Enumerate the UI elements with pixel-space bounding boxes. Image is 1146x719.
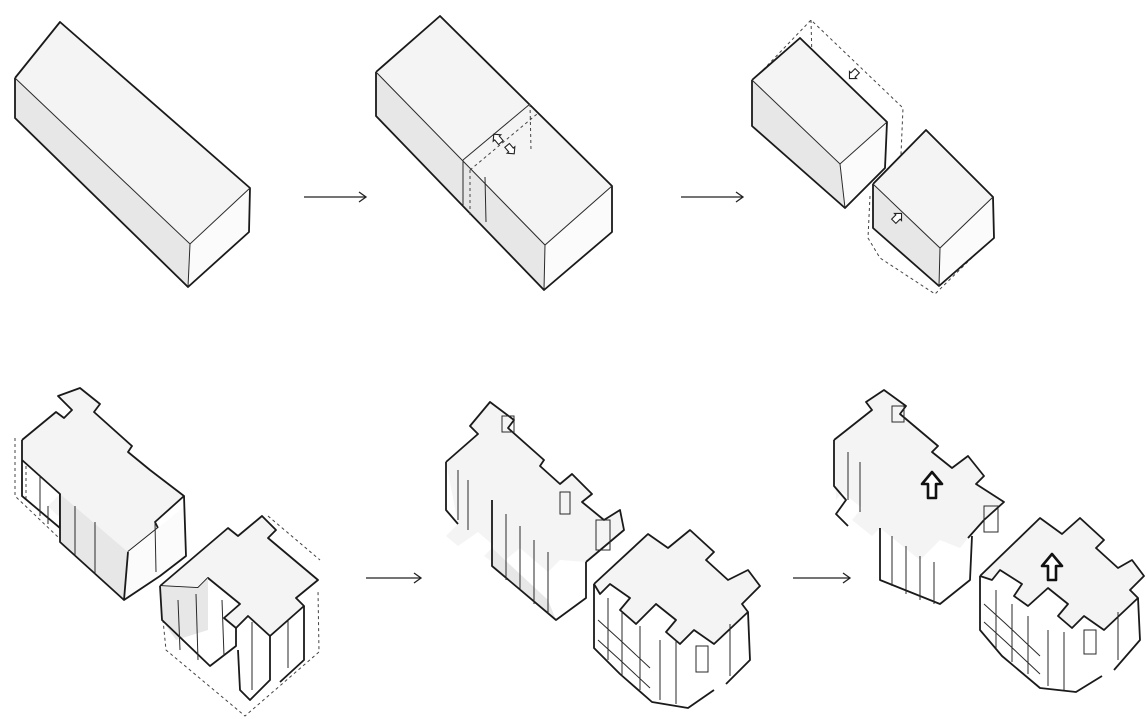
step-4-carved-volumes: [14, 387, 321, 717]
step-5-articulated-volumes: [445, 401, 761, 709]
step-3-shifted-volumes: [751, 19, 995, 295]
step-arrow-3: [366, 572, 423, 584]
step-6-raised-volumes: [833, 389, 1145, 693]
step-1-single-volume: [14, 21, 251, 288]
step-2-split-volume: [375, 15, 613, 291]
step-arrow-2: [681, 191, 745, 203]
step-arrow-4: [793, 572, 852, 584]
step-arrow-1: [304, 191, 368, 203]
